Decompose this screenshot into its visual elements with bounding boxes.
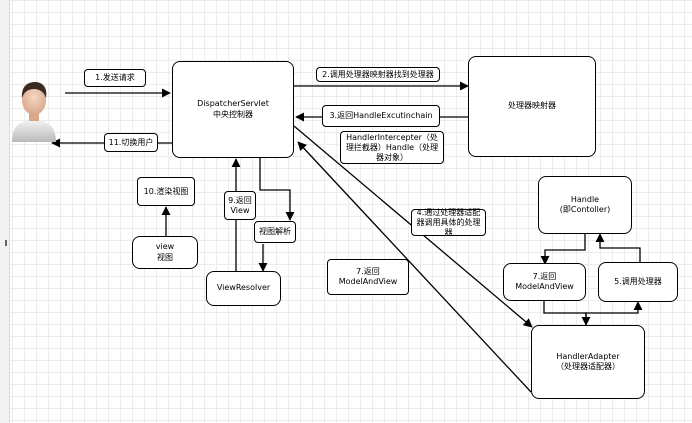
arrow-to-view-parse xyxy=(259,158,295,221)
ruler-marker xyxy=(5,240,7,246)
handler-mapper-label: 处理器映射器 xyxy=(508,101,556,111)
return-mav-inner-node: 7.返回ModelAndView xyxy=(503,263,586,301)
handler-adapter-node: HandlerAdapter （处理器适配器） xyxy=(531,325,645,399)
arrow-return-to-adapter xyxy=(543,300,591,326)
handler-mapper-node: 处理器映射器 xyxy=(468,56,596,157)
view-resolver-node: ViewResolver xyxy=(206,271,281,306)
view-node: view 视图 xyxy=(132,236,198,269)
label-parse-view: 视图解析 xyxy=(254,221,296,243)
dispatcher-title: DispatcherServlet xyxy=(197,99,269,109)
label-call-mapper: 2.调用处理器映射器找到处理器 xyxy=(316,67,440,82)
invoke-handler-node: 5.调用处理器 xyxy=(598,262,678,302)
arrow-invoke-to-handle xyxy=(595,233,641,262)
handle-subtitle: (即Contoller) xyxy=(559,205,611,214)
left-ruler xyxy=(0,0,10,423)
invoke-handler-label: 5.调用处理器 xyxy=(614,276,662,286)
label-adapter-call: 4.通过处理器适配器调用具体的处理器 xyxy=(411,208,486,237)
adapter-subtitle: （处理器适配器） xyxy=(556,362,620,371)
view-resolver-label: ViewResolver xyxy=(216,283,271,293)
dispatcher-subtitle: 中央控制器 xyxy=(213,109,253,119)
arrow-adapter-to-invoke xyxy=(585,301,643,325)
label-render-view: 10.渲染视图 xyxy=(137,177,195,206)
arrow-return-mav xyxy=(297,141,532,393)
label-switch-user: 11.切换用户 xyxy=(104,133,158,152)
adapter-title: HandlerAdapter xyxy=(556,351,620,361)
label-interceptor: HandlerIntercepter（处理拦截器）Handle（处理器对象） xyxy=(340,131,444,164)
label-return-mav: 7.返回ModelAndView xyxy=(327,259,409,295)
label-send-request: 1.发送请求 xyxy=(84,69,146,87)
handle-title: Handle xyxy=(570,194,600,204)
view-title: view xyxy=(155,242,175,252)
arrow-handle-to-return xyxy=(540,233,586,265)
label-return-chain: 3.返回HandleExcutinchain xyxy=(322,105,440,127)
dispatcher-servlet-node: DispatcherServlet 中央控制器 xyxy=(172,61,294,158)
user-avatar-icon xyxy=(12,82,56,142)
return-mav-inner-label: 7.返回ModelAndView xyxy=(515,271,574,291)
view-subtitle: 视图 xyxy=(156,252,173,262)
handle-node: Handle (即Contoller) xyxy=(538,176,632,234)
label-return-view: 9.返回View xyxy=(224,191,256,220)
